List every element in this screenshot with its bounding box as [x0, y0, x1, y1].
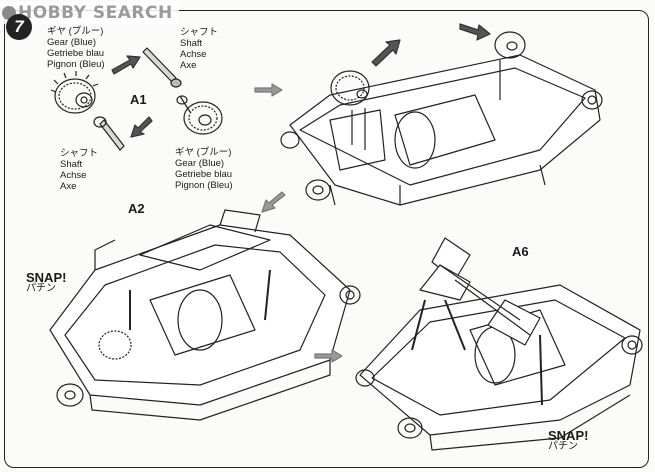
- callout-a2: A2: [128, 201, 145, 216]
- gear-bottom-label: ギヤ (ブルー) Gear (Blue) Getriebe blau Pigno…: [175, 147, 233, 191]
- shaft-top-jp: シャフト: [180, 27, 219, 38]
- snap-right-en: SNAP!: [548, 428, 589, 443]
- callout-a1: A1: [130, 92, 147, 107]
- gear-bottom-de: Getriebe blau: [175, 169, 233, 180]
- gear-bottom-jp: ギヤ (ブルー): [175, 147, 232, 158]
- gear-top-fr: Pignon (Bleu): [47, 59, 105, 70]
- step-arrow-2: [261, 191, 286, 213]
- shaft-bottom-label: シャフト Shaft Achse Axe: [60, 148, 98, 192]
- shaft-bottom-drawing: [93, 116, 125, 151]
- step-arrow-1: [254, 83, 283, 97]
- gear-blue-top-drawing: [50, 71, 99, 114]
- shaft-top-en: Shaft: [180, 38, 203, 49]
- shaft-bottom-fr: Axe: [60, 181, 77, 192]
- chassis-drawing-2: [49, 209, 361, 421]
- shaft-bottom-jp: シャフト: [60, 148, 99, 159]
- snap-left-jp: パチン: [26, 283, 56, 294]
- shaft-top-drawing: [142, 47, 182, 88]
- step-number: 7: [6, 14, 32, 40]
- snap-right-jp: パチン: [548, 441, 578, 452]
- gear-bottom-fr: Pignon (Bleu): [175, 180, 233, 191]
- push-arrows-2: [371, 23, 491, 67]
- shaft-bottom-de: Achse: [60, 170, 87, 181]
- step-frame: [4, 10, 649, 468]
- snap-left-en: SNAP!: [26, 270, 67, 285]
- chassis-drawing-1: [280, 54, 603, 206]
- snap-right-label: SNAP! パチン: [548, 428, 589, 452]
- insert-arrows: [111, 55, 153, 138]
- watermark: HOBBY SEARCH: [2, 2, 179, 24]
- gear-top-label: ギヤ (ブルー) Gear (Blue) Getriebe blau Pigno…: [47, 26, 105, 70]
- gear-blue-bottom-drawing: [176, 95, 223, 135]
- part-a6-drawing: [411, 237, 543, 406]
- shaft-bottom-en: Shaft: [60, 159, 83, 170]
- callout-a6: A6: [512, 244, 529, 259]
- shaft-top-fr: Axe: [180, 60, 197, 71]
- watermark-text: HOBBY SEARCH: [18, 3, 173, 23]
- gear-top-de: Getriebe blau: [47, 48, 105, 59]
- shaft-top-label: シャフト Shaft Achse Axe: [180, 27, 218, 71]
- snap-left-label: SNAP! パチン: [26, 270, 67, 294]
- gear-top-jp: ギヤ (ブルー): [47, 26, 104, 37]
- step-arrow-3: [314, 349, 343, 363]
- shaft-top-de: Achse: [180, 49, 207, 60]
- chassis-drawing-3: [355, 284, 643, 451]
- gear-top-en: Gear (Blue): [47, 37, 97, 48]
- gear-on-chassis-drawing: [330, 31, 526, 150]
- gear-bottom-en: Gear (Blue): [175, 158, 225, 169]
